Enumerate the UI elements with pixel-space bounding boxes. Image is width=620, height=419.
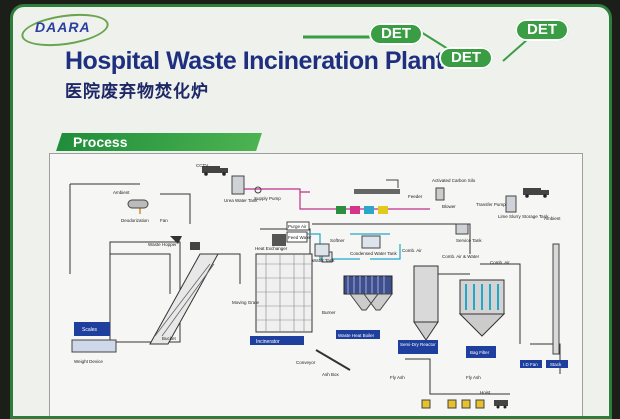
label-activated-carbon-silo: Activated Carbon Silo — [432, 178, 476, 183]
label-transfer-pump: Transfer Pump — [476, 202, 506, 207]
label-comb-air-water: Comb. Air & Water — [442, 254, 480, 259]
label-heat-exchanger: Heat Exchanger — [255, 246, 288, 251]
det-badge: DET — [369, 23, 423, 45]
semi-dry-reactor — [413, 265, 439, 341]
label-feed-water: Feed Water — [288, 235, 312, 240]
label-bag-filter: Bag Filter — [470, 350, 490, 355]
section-label: Process — [73, 134, 128, 150]
label-urea-water-tank: Urea Water Tank — [224, 198, 258, 203]
truck-icon — [494, 400, 508, 409]
label-feeder: Feeder — [408, 194, 423, 199]
label-semi-dry-reactor: Semi-Dry Reactor — [400, 342, 436, 347]
label-service-tank: Service Tank — [456, 238, 482, 243]
label-comb-air-right: Comb. Air — [490, 260, 510, 265]
bag-filter — [458, 279, 506, 337]
svg-text:Waste Hopper: Waste Hopper — [148, 242, 177, 247]
label-scales: Scales — [82, 327, 98, 333]
stack-chimney — [552, 243, 560, 355]
label-ambient-right: Ambient — [544, 216, 561, 221]
ash-bins — [421, 399, 485, 409]
label-incinerator: Incinerator — [256, 339, 280, 345]
page-title: Hospital Waste Incineration Plant — [65, 47, 444, 75]
label-conveyor: Conveyor — [296, 360, 316, 365]
label-purge-air: Purge Air — [288, 224, 307, 229]
label-bucket: Bucket — [162, 336, 177, 341]
chemical-tanks — [336, 206, 388, 214]
label-lime-slurry-tank: Lime Slurry Storage Tank — [498, 214, 549, 219]
label-condensed-water-tank: Condensed Water Tank — [350, 251, 398, 256]
label-id-fan: I.D Fan — [523, 362, 538, 367]
label-ambient-left: Ambient — [113, 190, 130, 195]
process-flow-svg: Deodorization Ambient Fan CCTV Urea Wate… — [69, 163, 568, 409]
label-ash-box: Ash Box — [322, 372, 340, 377]
label-burner: Burner — [322, 310, 336, 315]
poster-board: DAARA Hospital Waste Incineration Plant … — [10, 4, 612, 419]
deodorization-unit — [127, 199, 149, 209]
label-deodorization: Deodorization — [121, 218, 149, 223]
label-weight-device: Weight Device — [74, 359, 103, 364]
incinerator-panel — [250, 336, 304, 345]
label-supply-pump: Supply Pump — [254, 196, 281, 201]
process-diagram: Deodorization Ambient Fan CCTV Urea Wate… — [49, 153, 583, 416]
truck-icon — [523, 188, 549, 198]
label-comb-air: Comb. Air — [402, 248, 422, 253]
label-blower: Blower — [442, 204, 456, 209]
det-badge: DET — [439, 47, 493, 69]
label-cctv: CCTV — [196, 163, 208, 168]
label-fan: Fan — [160, 218, 168, 223]
scales-panel — [74, 322, 110, 336]
lime-slurry-tank — [505, 195, 517, 213]
incinerator-unit — [255, 253, 313, 333]
pump-icon — [254, 186, 262, 194]
label-softner: Softner — [330, 238, 345, 243]
distribution-header — [354, 189, 400, 194]
label-stack: Stack — [550, 362, 562, 367]
det-badge: DET — [515, 19, 569, 41]
label-fly-ash-2: Fly Ash — [466, 375, 481, 380]
company-logo: DAARA — [35, 19, 91, 35]
condensed-water-tank — [361, 235, 381, 249]
label-waste-heat-boiler: Waste Heat Boiler — [338, 333, 375, 338]
label-moving-grate: Moving Grate — [232, 300, 260, 305]
heat-exchanger — [272, 234, 286, 246]
bucket-elevator — [149, 242, 219, 345]
page-subtitle: 医院废弃物焚化炉 — [65, 82, 209, 101]
label-fly-ash: Fly Ash — [390, 375, 405, 380]
urea-water-tank — [231, 175, 245, 195]
waste-heat-boiler — [343, 275, 393, 311]
label-water-tank: Water Tank — [312, 258, 335, 263]
label-hoist: Hoist — [480, 390, 491, 395]
truck-icon — [202, 166, 228, 176]
